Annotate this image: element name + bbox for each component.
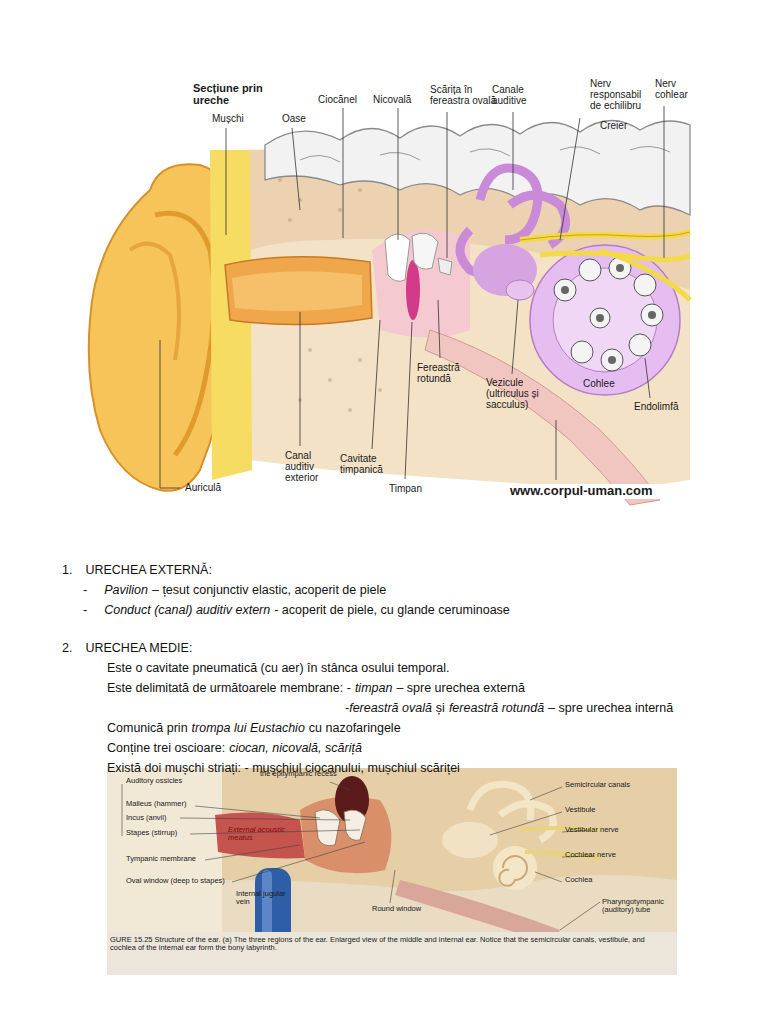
part-label: Cavitate timpanică [340,453,402,475]
watermark: www.corpul-uman.com [508,484,712,499]
leader-lines [160,106,664,488]
body-text: Există doi mușchi striați: - mușchiul ci… [107,761,460,775]
photo-label: Stapes (stirrup) [126,829,192,837]
text-line: Există doi mușchi striați: - mușchiul ci… [107,761,460,776]
ear-photo [107,768,677,975]
emphasis-text: timpan [355,681,393,695]
photo-label: Vestibule [565,806,625,814]
part-label: Mușchi [212,113,262,124]
emphasis-text: trompa lui Eustachio [192,721,305,735]
body-text: Comunică prin [107,721,188,735]
photo-label: Semicircular canals [565,781,669,789]
photo-label: Cochlear nerve [565,851,645,859]
photo-label: Internal jugular vein [236,890,288,907]
body-text: - acoperit de piele, cu glande ceruminoa… [274,603,510,617]
photo-label: Malleus (hammer) [126,800,194,808]
photo-label: Vestibular nerve [565,826,645,834]
emphasis-text: fereastră ovală [349,701,432,715]
body-text: URECHEA EXTERNĂ: [85,563,211,577]
photo-label: Oval window (deep to stapes) [126,877,230,885]
part-label: Oase [282,113,322,124]
body-text: Este o cavitate pneumatică (cu aer) în s… [107,661,450,675]
body-text: - [83,583,87,597]
body-text: 1. [62,563,72,577]
part-label: Ciocănel [318,94,378,105]
text-line: Este o cavitate pneumatică (cu aer) în s… [107,661,450,676]
emphasis-text: fereastră rotundă [449,701,544,715]
body-text: Este delimitată de următoarele membrane:… [107,681,351,695]
part-label: Cohlee [583,378,633,389]
part-label: Endolimfă [634,401,694,412]
photo-label: GURE 15.25 Structure of the ear. (a) The… [110,936,670,953]
body-text: cu nazofaringele [309,721,401,735]
photo-label: Incus (anvil) [126,814,186,822]
text-line: - Conduct (canal) auditiv extern - acoperi… [83,603,510,618]
photo-label: External acoustic meatus [228,826,298,843]
text-line: Comunică prin trompa lui Eustachio cu nazo… [107,721,401,736]
diagram-title: Secțiune prin ureche [193,82,273,107]
part-label: Canale auditive [492,84,544,106]
photo-label: Round window [372,905,432,913]
body-text: și [436,701,445,715]
part-label: Nicovală [373,94,433,105]
part-label: Fereastră rotundă [417,362,479,384]
part-label: Creier [600,120,640,131]
part-label: Nerv cohlear [655,78,700,100]
body-text: – spre urechea externă [396,681,525,695]
body-text: - [83,603,87,617]
body-text: - [345,701,349,715]
body-text: URECHEA MEDIE: [85,641,192,655]
body-text: Conține trei oscioare: [107,741,225,755]
body-text: 2. [62,641,72,655]
photo-label: Auditory ossicles [126,777,194,785]
photo-leader-lines [122,782,600,930]
part-label: Canal auditiv exterior [285,450,337,484]
emphasis-text: Conduct (canal) auditiv extern [104,603,270,617]
part-label: Auriculă [185,482,245,493]
body-text: – spre urechea internă [548,701,673,715]
text-line: 1. URECHEA EXTERNĂ: [62,563,212,578]
text-line: -fereastră ovală și fereastră rotundă – spr… [345,701,673,716]
text-line: Conține trei oscioare: ciocan, nicovală, … [107,741,362,756]
body-text: – țesut conjunctiv elastic, acoperit de … [152,583,386,597]
emphasis-text: Pavilion [104,583,148,597]
text-line: Este delimitată de următoarele membrane:… [107,681,525,696]
photo-label: Pharyngotympanic (auditory) tube [602,898,674,915]
ear-section-illustration [89,120,690,505]
part-label: Timpan [389,483,433,494]
part-label: Nerv responsabil de echilibru [590,78,652,112]
photo-label: Tympanic membrane [126,855,206,863]
text-line: 2. URECHEA MEDIE: [62,641,192,656]
part-label: Vezicule (ultriculus și sacculus) [486,377,564,411]
photo-label: Cochlea [565,876,625,884]
emphasis-text: ciocan, nicovală, scăriță [229,741,362,755]
text-line: - Pavilion – țesut conjunctiv elastic, aco… [83,583,386,598]
